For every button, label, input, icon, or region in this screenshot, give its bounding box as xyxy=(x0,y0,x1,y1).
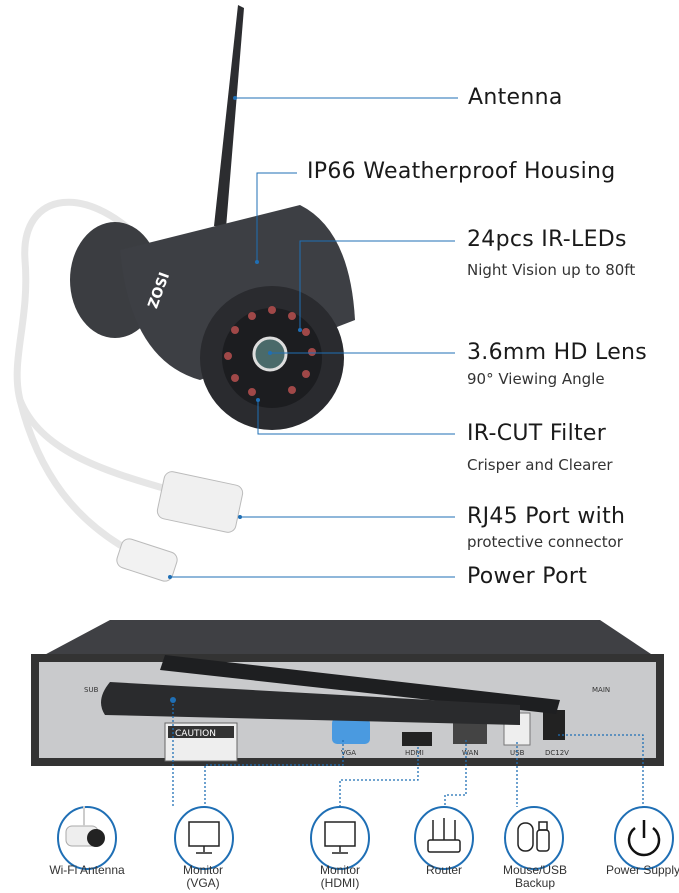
camera-cable-branch xyxy=(16,399,167,574)
main-antenna-label: MAIN xyxy=(592,686,610,694)
antenna-connection-dot xyxy=(170,697,176,703)
nvr-antenna-2 xyxy=(101,682,520,725)
port-labels: SUB MAIN CAUTION VGA HDMI WAN USB DC12V xyxy=(84,686,610,757)
dc-port xyxy=(543,710,565,740)
leader-lines xyxy=(170,97,458,578)
connection-label-wifi-antenna: Wi-Fi Antenna xyxy=(49,863,125,877)
feature-antenna-title: Antenna xyxy=(468,85,563,110)
feature-ircut-subtitle: Crisper and Clearer xyxy=(467,456,613,474)
feature-leds-title: 24pcs IR-LEDs xyxy=(467,227,627,252)
connection-label-router: Router xyxy=(425,863,463,877)
caution-text: CAUTION xyxy=(175,729,216,739)
vga-port xyxy=(332,718,370,744)
feature-rj45-subtitle: protective connector xyxy=(467,533,623,551)
connection-label-power: Power Supply xyxy=(605,863,679,877)
caution-label-header xyxy=(168,726,234,738)
feature-leds-subtitle: Night Vision up to 80ft xyxy=(467,261,636,279)
feature-housing-title: IP66 Weatherproof Housing xyxy=(307,159,616,184)
feature-lens-title: 3.6mm HD Lens xyxy=(467,340,648,365)
wan-label: WAN xyxy=(462,749,479,757)
hdmi-port xyxy=(402,732,432,746)
feature-rj45-title: RJ45 Port with xyxy=(467,504,626,529)
power-connector xyxy=(116,538,178,582)
ir-leds xyxy=(224,306,316,396)
connection-label-monitor-hdmi: Monitor (HDMI) xyxy=(319,863,360,890)
camera-antenna xyxy=(214,5,244,228)
connection-label-mouse-usb: Mouse/USB Backup xyxy=(502,863,568,890)
hdmi-label: HDMI xyxy=(405,749,424,757)
usb-label: USB xyxy=(510,749,525,757)
feature-ircut-title: IR-CUT Filter xyxy=(467,421,607,446)
nvr-antenna-1 xyxy=(160,655,560,714)
dc-label: DC12V xyxy=(545,749,569,757)
rj45-connector xyxy=(156,471,244,533)
connection-lines xyxy=(172,700,644,807)
feature-power-title: Power Port xyxy=(467,564,588,589)
vga-label: VGA xyxy=(341,749,356,757)
camera-cable xyxy=(13,198,171,494)
connection-label-monitor-vga: Monitor (VGA) xyxy=(182,863,223,890)
feature-lens-subtitle: 90° Viewing Angle xyxy=(467,370,605,388)
sub-antenna-label: SUB xyxy=(84,686,99,694)
leader-dots xyxy=(168,96,302,579)
nvr-top xyxy=(35,620,660,660)
